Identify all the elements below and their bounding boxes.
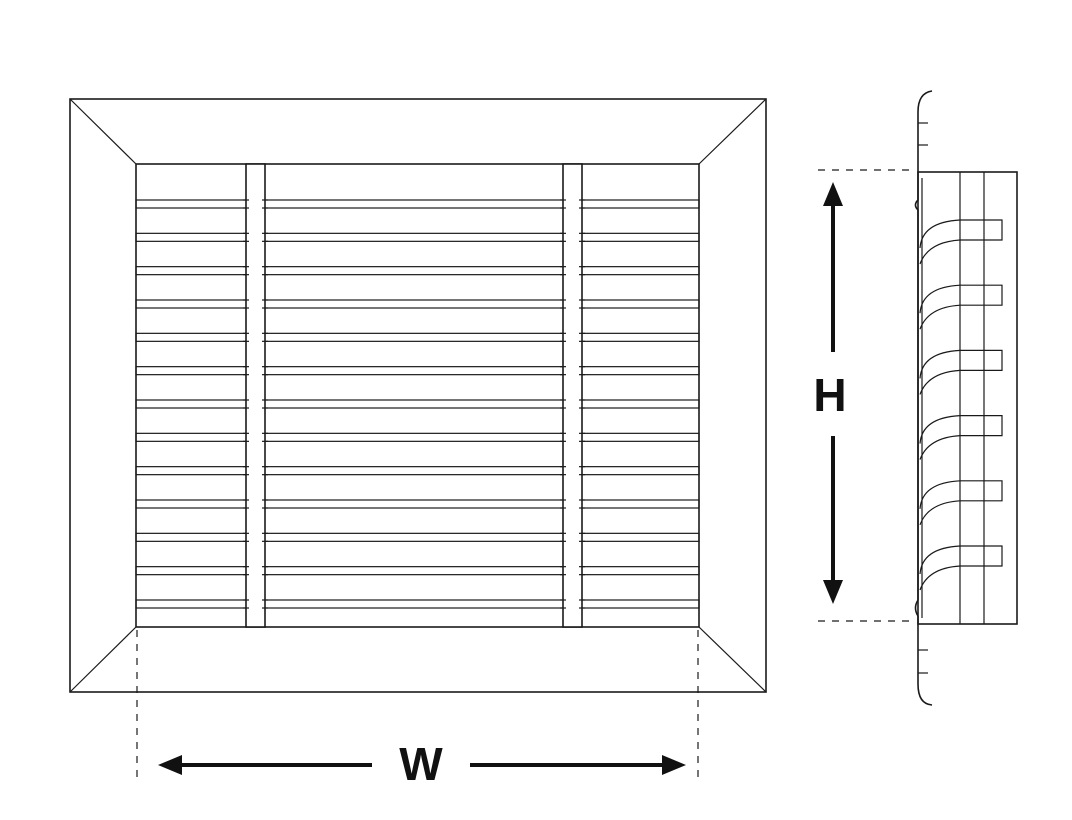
front-view [69,98,767,693]
front-blade [135,499,700,509]
front-blade [135,399,700,409]
bevel-bottom-right [698,626,767,693]
width-dimension: W [136,630,699,790]
divider-ticks [243,199,585,609]
front-blade [135,366,700,376]
front-blade [135,232,700,242]
front-blade [135,332,700,342]
side-blade [919,349,1003,395]
side-flange-bottom [917,624,933,706]
height-arrow-bottom-head [823,580,843,604]
bevel-bottom-left [69,626,137,693]
side-blades [919,219,1003,591]
width-arrow-right-head [662,755,686,775]
front-blade [135,199,700,209]
side-blade [919,219,1003,265]
front-blade [135,599,700,609]
height-arrow-top-head [823,182,843,206]
side-blade [919,480,1003,526]
front-blades [135,199,700,609]
side-blade [919,284,1003,330]
vertical-divider-left [245,163,266,628]
front-blade [135,566,700,576]
side-blade [919,545,1003,591]
front-blade [135,466,700,476]
front-blade [135,532,700,542]
side-blade [919,415,1003,460]
bevel-top-right [698,98,767,165]
side-view [914,90,1018,706]
bevel-top-left [69,98,137,165]
vertical-divider-right [562,163,583,628]
side-flange-top [917,90,933,172]
height-label: H [813,369,846,421]
outer-frame [69,98,767,693]
side-body [917,171,1018,625]
height-dimension: H [813,169,910,622]
width-label: W [399,738,443,790]
inner-opening [135,163,700,628]
front-blade [135,432,700,442]
front-blade [135,266,700,276]
width-arrow-left-head [158,755,182,775]
front-blade [135,299,700,309]
